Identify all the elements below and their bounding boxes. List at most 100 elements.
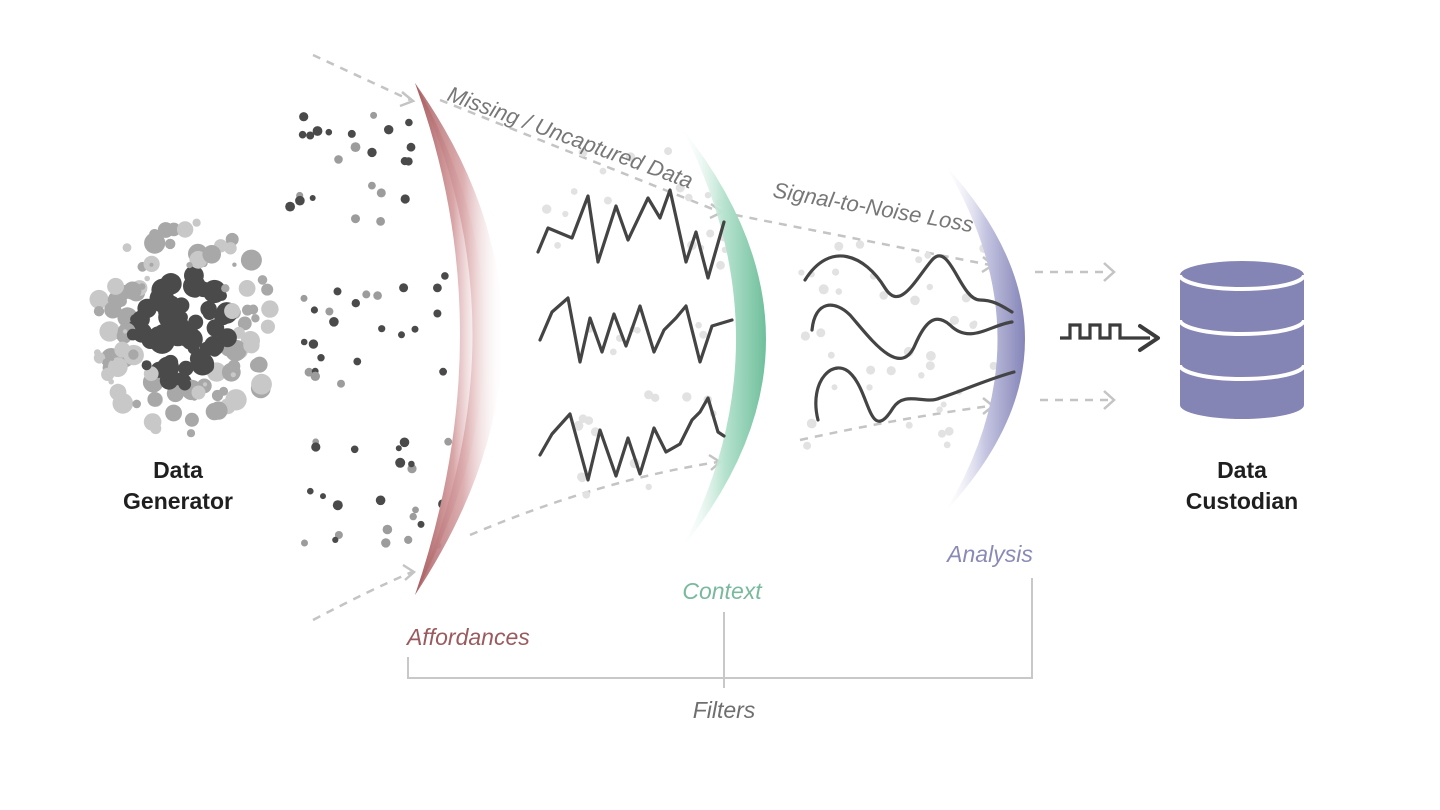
noise-dot	[961, 293, 971, 303]
arrowhead-icon	[402, 563, 417, 581]
data-point-dot	[433, 283, 442, 293]
noise-dot	[969, 321, 977, 330]
filters-group-label: Filters	[693, 697, 756, 723]
noise-dot	[803, 441, 812, 450]
data-generator-label-line2: Generator	[123, 488, 233, 514]
data-point-dot	[408, 460, 415, 468]
data-point-dot	[378, 325, 386, 333]
data-point-dot	[317, 354, 325, 362]
generator-dot	[221, 362, 241, 382]
data-point-dot	[329, 317, 339, 327]
generator-dot	[132, 310, 150, 329]
generator-dot	[224, 303, 241, 319]
generator-dot	[229, 399, 234, 404]
noise-dot	[582, 490, 591, 499]
noise-dot	[706, 229, 715, 238]
generator-dot	[122, 329, 128, 334]
data-point-dot	[307, 487, 314, 495]
data-point-dot	[300, 338, 308, 346]
noise-dot	[943, 441, 951, 449]
generator-dot	[202, 306, 217, 320]
noise-dot	[651, 393, 660, 402]
noise-dot	[855, 240, 865, 249]
generator-dot	[206, 319, 225, 337]
data-point-dot	[376, 217, 385, 226]
arrowhead-icon	[1103, 262, 1116, 282]
noise-dot	[599, 167, 607, 175]
noise-dot	[609, 348, 617, 356]
noise-dot	[562, 210, 569, 218]
generator-dot	[126, 328, 139, 341]
data-point-dot	[409, 512, 417, 521]
data-point-dot	[367, 147, 377, 158]
generator-dot	[248, 304, 259, 315]
generator-dot	[165, 404, 183, 422]
noisy-signal-line	[538, 396, 726, 482]
generator-dot	[99, 321, 120, 342]
data-point-dot	[417, 520, 425, 528]
generator-dot	[157, 222, 174, 238]
generator-dot	[204, 335, 225, 356]
data-point-dot	[399, 437, 410, 448]
data-generator-cluster	[89, 218, 279, 438]
generator-dot	[225, 389, 247, 411]
data-point-dot	[412, 506, 419, 514]
generator-dot	[154, 296, 170, 312]
data-point-dot	[312, 126, 323, 136]
data-point-dot	[362, 290, 371, 299]
square-wave-arrow-icon	[1060, 323, 1160, 352]
data-point-dot	[299, 112, 309, 122]
data-point-dot	[406, 142, 416, 152]
noise-dot	[989, 361, 998, 370]
noise-dot	[798, 269, 805, 276]
data-point-dot	[399, 283, 409, 293]
data-point-dot	[411, 325, 419, 333]
generator-dot	[151, 278, 174, 302]
generator-dot	[163, 354, 179, 371]
generator-dot	[178, 360, 194, 376]
missing-data-label: Missing / Uncaptured Data	[444, 81, 696, 193]
noisy-signal-line	[538, 296, 734, 364]
generator-dot	[232, 367, 239, 373]
generator-dot	[260, 319, 275, 334]
noise-dot	[924, 251, 932, 259]
noise-dot	[866, 365, 876, 375]
noise-dot	[910, 295, 920, 306]
guide-line-bottom-2	[469, 460, 719, 537]
generator-dot	[158, 305, 181, 329]
data-point-dot	[433, 309, 442, 318]
data-point-dot	[382, 524, 393, 535]
data-point-dot	[384, 125, 394, 135]
generator-dot	[251, 356, 268, 373]
data-point-dot	[444, 437, 453, 446]
noise-dot	[625, 152, 636, 162]
data-point-dot	[337, 379, 345, 388]
filters-bracket	[407, 578, 1033, 688]
arrowhead-icon	[1103, 390, 1116, 410]
generator-dot	[221, 284, 230, 293]
generator-dot	[89, 289, 109, 309]
data-point-dot	[295, 195, 305, 206]
noise-dot	[603, 196, 612, 205]
generator-dot	[149, 229, 161, 240]
data-point-dot	[381, 538, 391, 548]
data-custodian-label-line1: Data	[1217, 457, 1267, 483]
generator-dot	[243, 337, 260, 354]
data-point-dot	[333, 287, 342, 296]
generator-dot	[180, 328, 203, 351]
data-point-dot	[405, 118, 413, 127]
data-point-dot	[306, 131, 315, 140]
generator-dot	[191, 385, 206, 400]
generator-dot	[122, 243, 132, 253]
noise-dot	[542, 204, 552, 214]
guide-line-top-3	[719, 210, 991, 267]
noise-dot	[664, 147, 673, 156]
data-point-dot	[350, 142, 361, 153]
data-point-dot	[398, 331, 405, 339]
noise-dot	[944, 426, 954, 436]
generator-dot	[101, 367, 115, 381]
data-point-dot	[376, 188, 386, 198]
generator-dot	[104, 301, 122, 319]
noise-dot	[925, 361, 935, 371]
generator-dot	[191, 352, 215, 376]
